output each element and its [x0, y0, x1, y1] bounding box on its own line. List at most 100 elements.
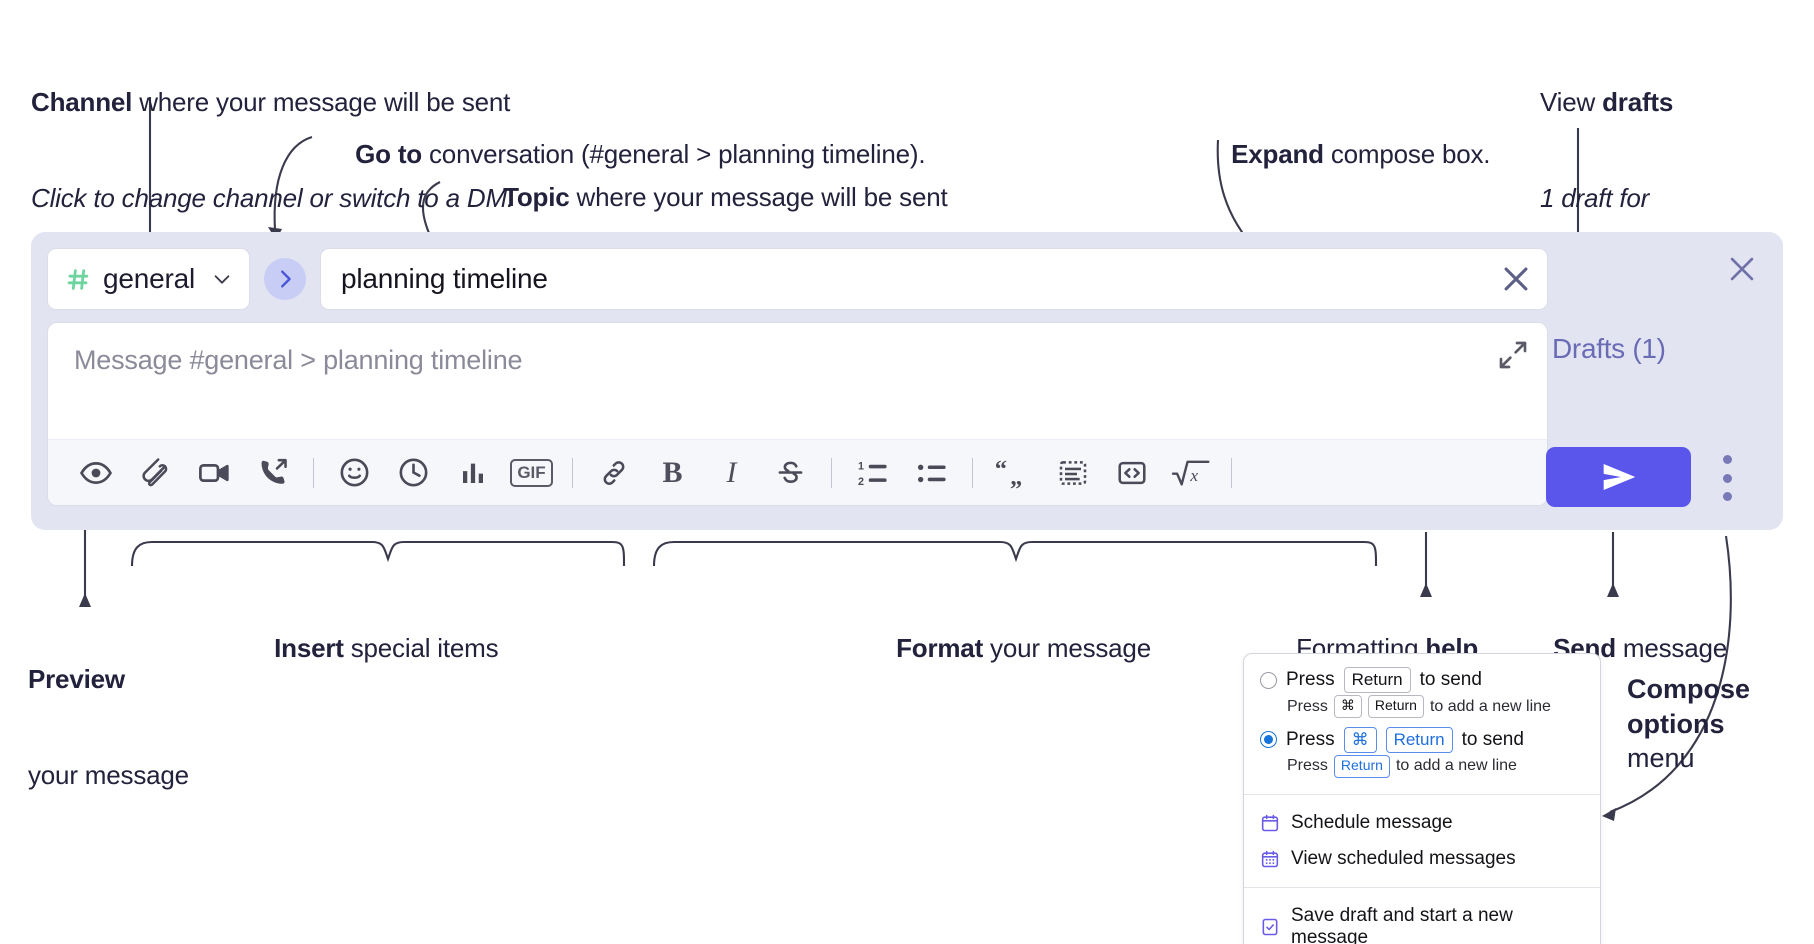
- annotation-goto: Go to conversation (#general > planning …: [327, 107, 925, 202]
- channel-name: general: [103, 263, 196, 294]
- chevron-down-icon: [214, 275, 230, 284]
- svg-text:“: “: [996, 457, 1007, 483]
- close-panel-button[interactable]: [1725, 252, 1759, 286]
- formatting-help-button[interactable]: [1243, 447, 1302, 499]
- channel-selector[interactable]: general: [47, 248, 250, 310]
- gif-icon: GIF: [510, 458, 553, 487]
- option1-post: to send: [1419, 669, 1482, 691]
- ordered-list-icon: 1 2: [857, 460, 887, 488]
- annotation-expand-rest: compose box.: [1323, 138, 1491, 169]
- toolbar-separator: [1231, 457, 1232, 488]
- latex-button[interactable]: x: [1161, 447, 1220, 499]
- code-block-button[interactable]: [1043, 447, 1102, 499]
- option-press-return-to-send[interactable]: Press Return to send: [1244, 664, 1600, 694]
- toolbar-separator: [313, 457, 314, 488]
- option2-sub-pre: Press: [1287, 757, 1328, 775]
- gif-button[interactable]: GIF: [502, 447, 561, 499]
- reminder-button[interactable]: [384, 447, 443, 499]
- annotation-drafts-italic1: 1 draft for: [1540, 182, 1650, 213]
- bold-icon: B: [662, 455, 683, 489]
- vertical-dots-icon: [1722, 455, 1732, 464]
- compose-options-menu: Press Return to send Press ⌘ Return to a…: [1243, 653, 1601, 944]
- annotation-insert-rest: special items: [343, 632, 499, 663]
- formatting-toolbar: GIF B I: [48, 439, 1547, 505]
- square-root-x-icon: x: [1171, 460, 1210, 486]
- drafts-link[interactable]: Drafts (1): [1552, 333, 1666, 364]
- option1-pre: Press: [1286, 669, 1335, 691]
- annotation-insert-bold: Insert: [274, 632, 344, 663]
- eye-icon: [79, 461, 112, 484]
- menu-item-schedule-message[interactable]: Schedule message: [1244, 805, 1600, 841]
- svg-text:„: „: [1010, 463, 1022, 488]
- menu-divider: [1244, 886, 1600, 888]
- annotation-preview: Preview your message: [28, 601, 189, 855]
- chevron-right-icon: [281, 270, 291, 288]
- video-button[interactable]: [184, 447, 243, 499]
- bold-button[interactable]: B: [643, 447, 702, 499]
- link-button[interactable]: [584, 447, 643, 499]
- close-icon[interactable]: [1499, 262, 1533, 296]
- toolbar-separator: [572, 457, 573, 488]
- attach-button[interactable]: [125, 447, 184, 499]
- annotation-drafts-plain: View: [1540, 87, 1603, 118]
- menu-item-save-draft[interactable]: Save draft and start a new message: [1244, 898, 1600, 944]
- svg-text:1: 1: [857, 460, 863, 472]
- draft-group: Save draft and start a new message: [1244, 888, 1600, 944]
- italic-button[interactable]: I: [702, 447, 761, 499]
- annotation-expand: Expand compose box.: [1203, 107, 1490, 202]
- option-press-cmd-return-to-send[interactable]: Press ⌘ Return to send: [1244, 724, 1600, 754]
- bar-chart-icon: [462, 463, 483, 483]
- code-button[interactable]: [1102, 447, 1161, 499]
- annotation-goto-bold: Go to: [355, 138, 422, 169]
- annotation-compose-options: Compose options menu: [1627, 672, 1802, 776]
- menu-item-label: Schedule message: [1291, 811, 1453, 833]
- annotation-preview-rest: your message: [28, 759, 189, 790]
- strikethrough-icon: [778, 461, 803, 484]
- annotation-preview-bold: Preview: [28, 664, 125, 695]
- smiley-icon: [340, 458, 369, 487]
- annotation-insert: Insert special items: [246, 601, 499, 696]
- strikethrough-button[interactable]: [761, 447, 820, 499]
- file-check-icon: [1262, 918, 1278, 935]
- message-input[interactable]: Message #general > planning timeline: [48, 323, 1547, 439]
- message-box: Message #general > planning timeline: [47, 322, 1548, 506]
- compose-options-button[interactable]: [1716, 455, 1738, 501]
- goto-conversation-button[interactable]: [264, 258, 306, 300]
- annotation-compose-line3: menu: [1627, 743, 1695, 774]
- video-camera-icon: [198, 463, 229, 482]
- menu-item-view-scheduled-messages[interactable]: View scheduled messages: [1244, 841, 1600, 877]
- preview-button[interactable]: [66, 447, 125, 499]
- bulleted-list-button[interactable]: [902, 447, 961, 499]
- topic-field[interactable]: planning timeline: [320, 248, 1548, 310]
- compose-inner: general planning timeline: [47, 248, 1548, 506]
- annotation-compose-line2: options: [1627, 708, 1725, 739]
- emoji-button[interactable]: [325, 447, 384, 499]
- expand-compose-button[interactable]: [1497, 339, 1529, 371]
- annotation-expand-bold: Expand: [1231, 138, 1324, 169]
- annotation-channel: Channel where your message will be sent …: [31, 24, 514, 278]
- svg-text:2: 2: [857, 476, 863, 488]
- code-brackets-icon: [1117, 461, 1146, 484]
- compose-panel: general planning timeline: [31, 232, 1783, 530]
- schedule-group: Schedule message View scheduled messages: [1244, 795, 1600, 887]
- option1-sub-post: to add a new line: [1429, 697, 1551, 715]
- phone-arrow-icon: [261, 458, 287, 484]
- expand-diagonal-icon: [1499, 341, 1527, 369]
- clock-icon: [399, 458, 428, 487]
- option2-sub-post: to add a new line: [1395, 757, 1517, 775]
- svg-text:x: x: [1189, 466, 1198, 485]
- audio-button[interactable]: [243, 447, 302, 499]
- vertical-dots-icon: [1722, 492, 1732, 501]
- send-button[interactable]: [1546, 447, 1691, 507]
- key-return: Return: [1333, 755, 1390, 778]
- paperclip-icon: [141, 457, 167, 486]
- radio-selected-icon: [1260, 731, 1277, 749]
- blockquote-button[interactable]: “ „: [984, 447, 1043, 499]
- annotation-compose-line1: Compose: [1627, 674, 1751, 704]
- code-block-icon: [1059, 460, 1086, 485]
- ordered-list-button[interactable]: 1 2: [843, 447, 902, 499]
- key-return: Return: [1367, 695, 1424, 718]
- key-command: ⌘: [1333, 695, 1362, 718]
- poll-button[interactable]: [443, 447, 502, 499]
